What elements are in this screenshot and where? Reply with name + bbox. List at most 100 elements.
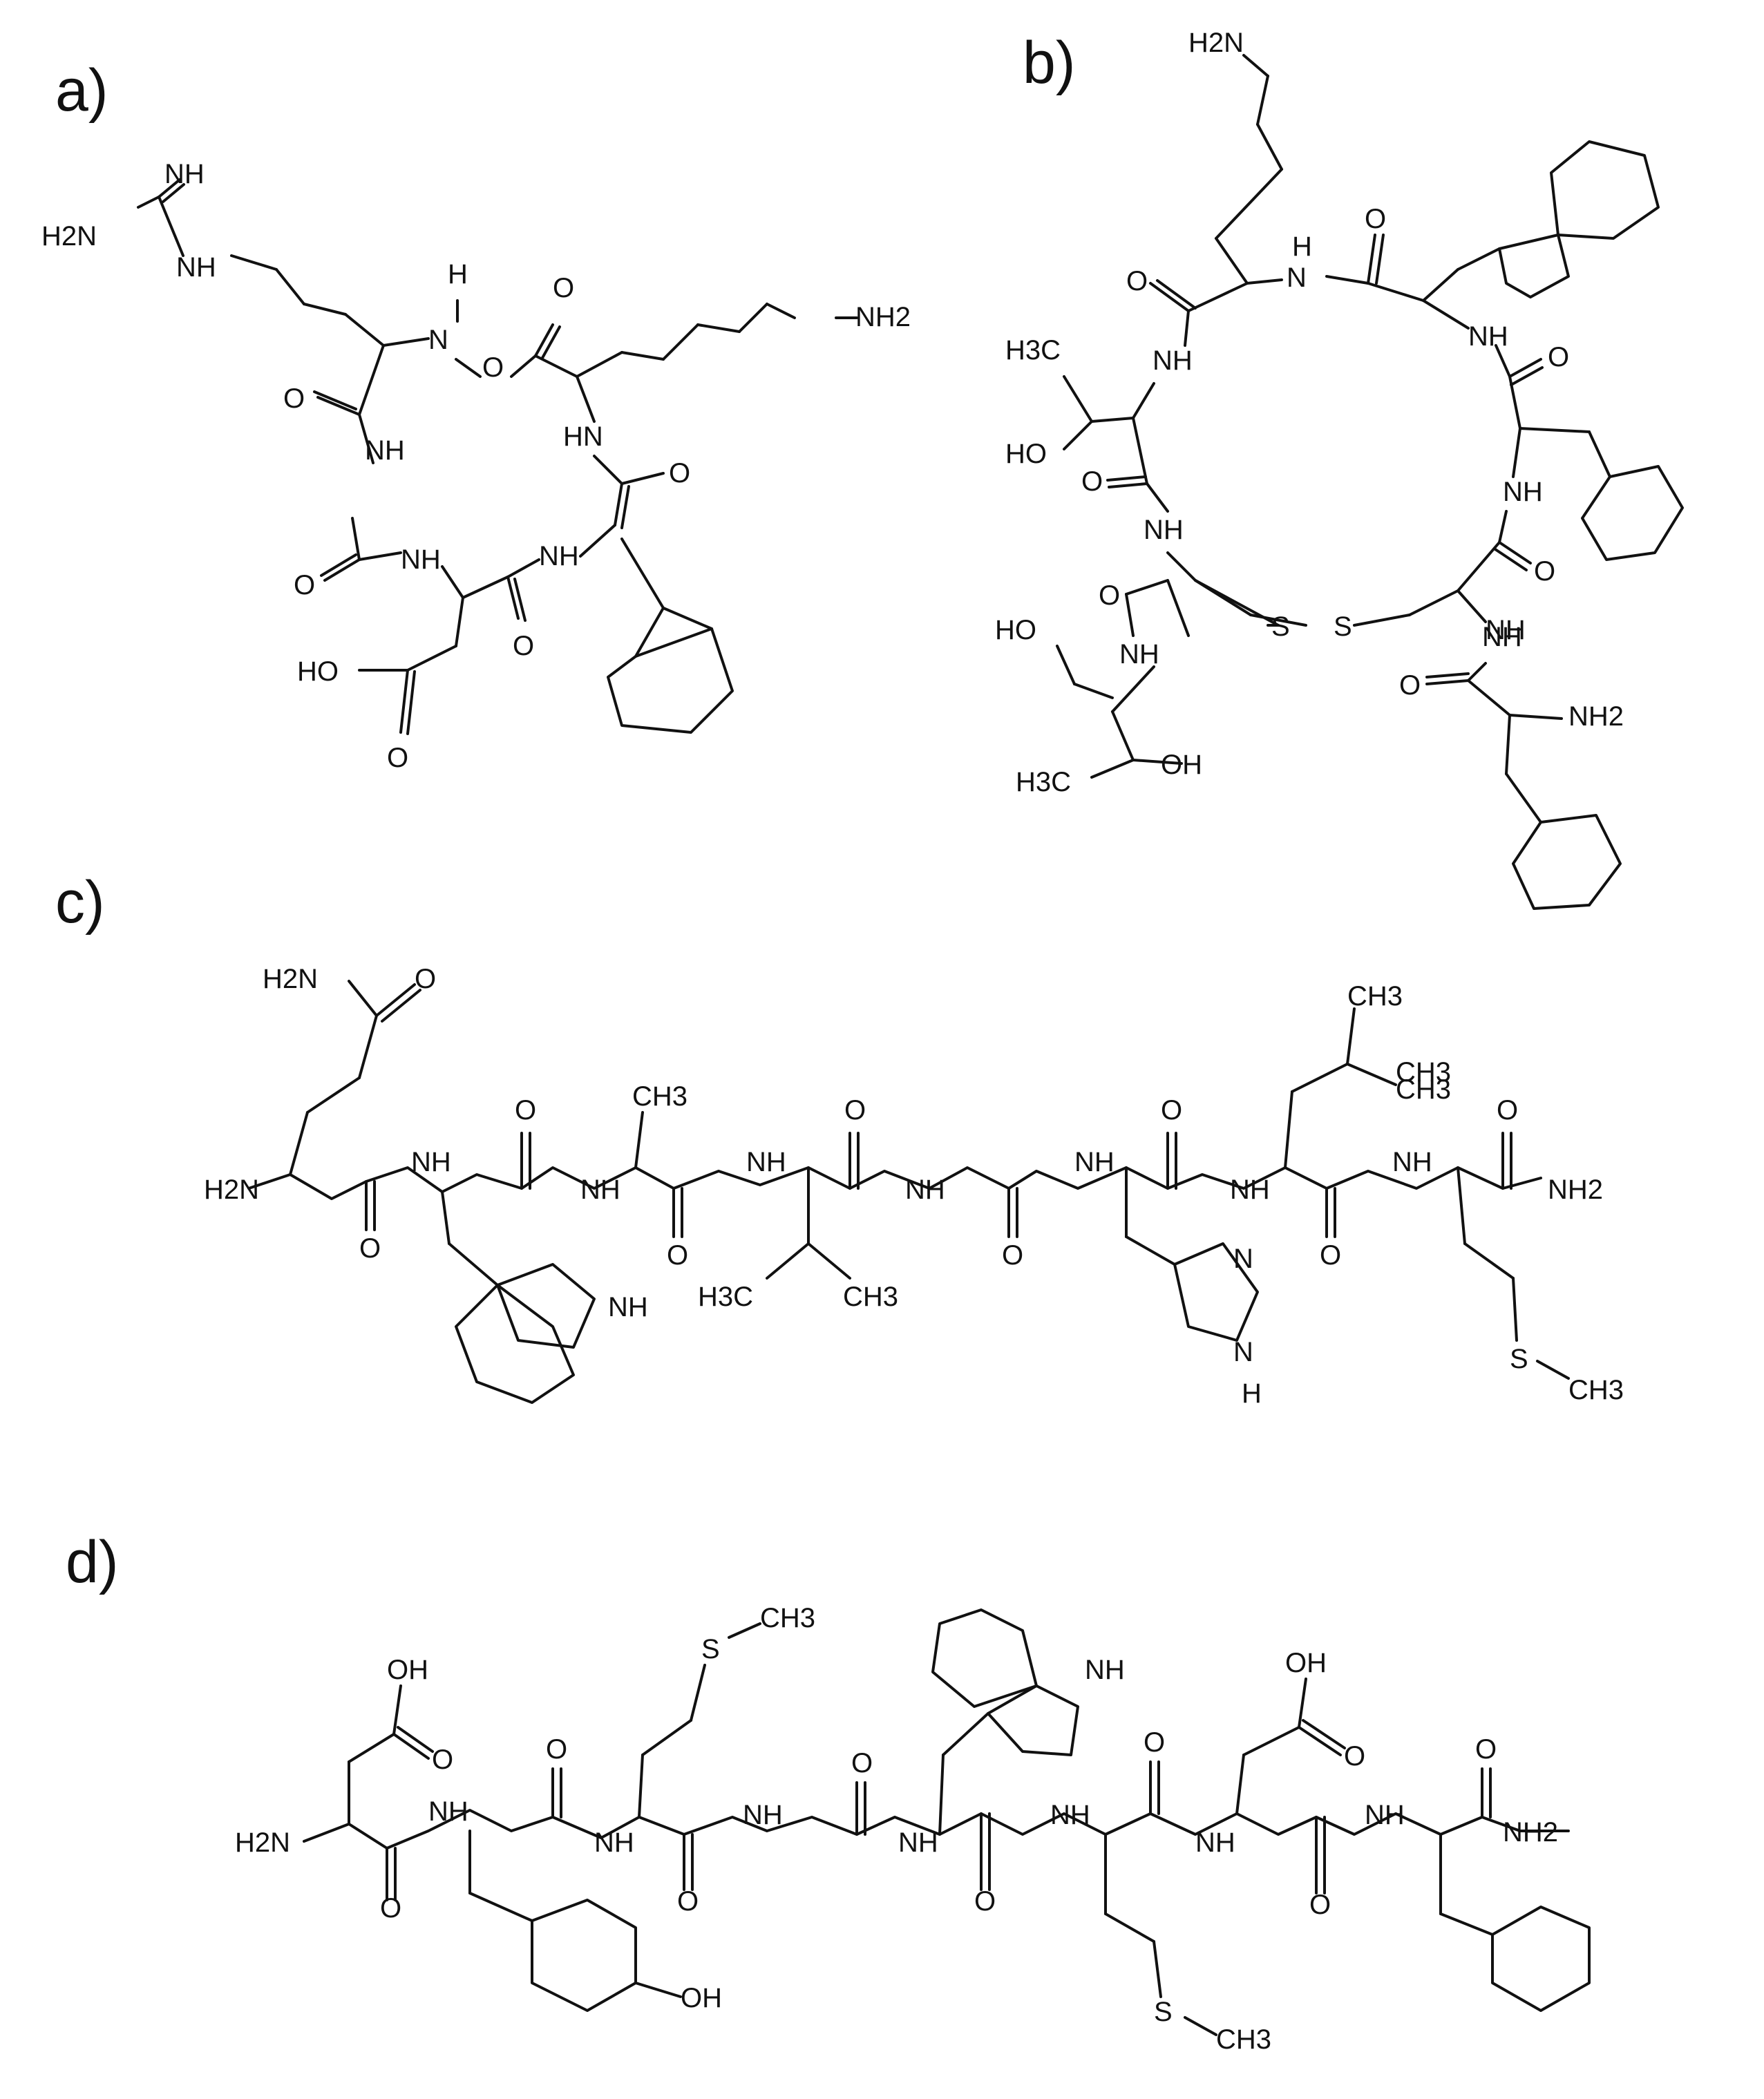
atom-label: O xyxy=(1081,466,1103,497)
atom-label: O xyxy=(669,458,690,488)
atom-label: O xyxy=(1399,670,1421,701)
atom-label: NH xyxy=(1503,477,1543,507)
atom-label: CH3 xyxy=(843,1282,898,1312)
atom-label: OH xyxy=(681,1983,722,2013)
atom-label: NH xyxy=(539,541,579,571)
atom-label: O xyxy=(1002,1240,1023,1271)
atom-label: NH xyxy=(580,1175,620,1205)
atom-label: HO xyxy=(995,615,1036,645)
atom-label: O xyxy=(546,1734,567,1765)
atom-label: NH xyxy=(1482,622,1522,652)
atom-label: S xyxy=(1271,611,1290,642)
panel-d-label: d) xyxy=(66,1529,118,1595)
atom-label: H2N xyxy=(1188,28,1244,58)
panel-b-label: b) xyxy=(1023,30,1075,96)
atom-label: H3C xyxy=(1016,767,1071,797)
panel-a: a) xyxy=(41,57,911,773)
atom-label: H2N xyxy=(263,964,318,994)
atom-label: NH xyxy=(1050,1800,1090,1830)
atom-label: O xyxy=(1126,266,1148,296)
atom-label: O xyxy=(294,570,315,600)
atom-label: N xyxy=(1287,263,1307,293)
panel-a-atom-labels: NH H2N NH H N O O NH2 O NH HN O O NH NH … xyxy=(41,159,911,773)
atom-label: N xyxy=(1233,1244,1253,1274)
atom-label: CH3 xyxy=(1396,1074,1451,1105)
panel-b: b) xyxy=(995,28,1684,910)
atom-label: H xyxy=(448,259,468,289)
atom-label: CH3 xyxy=(760,1603,815,1633)
panel-c-atom-labels: H2N O CH3 CH3 O CH3 O O CH3 O H2N NH NH … xyxy=(204,964,1624,1409)
atom-label: N xyxy=(428,325,448,355)
atom-label: NH xyxy=(608,1292,648,1322)
atom-label: O xyxy=(974,1886,996,1917)
atom-label: O xyxy=(380,1893,401,1924)
atom-label: O xyxy=(844,1095,866,1126)
atom-label: O xyxy=(553,273,574,303)
atom-label: NH xyxy=(428,1796,468,1827)
atom-label: H3C xyxy=(1005,335,1061,365)
atom-label: CH3 xyxy=(1396,1057,1451,1088)
atom-label: NH xyxy=(1119,639,1159,669)
atom-label: O xyxy=(432,1745,453,1775)
atom-label: O xyxy=(513,631,534,661)
atom-label: O xyxy=(677,1886,699,1917)
atom-label: N xyxy=(1233,1337,1253,1367)
atom-label: H3C xyxy=(698,1282,753,1312)
atom-label: O xyxy=(387,743,408,773)
atom-label: NH2 xyxy=(855,302,911,332)
atom-label: O xyxy=(1320,1240,1341,1271)
panel-a-bonds xyxy=(137,178,858,735)
atom-label: O xyxy=(283,383,305,414)
atom-label: OH xyxy=(387,1655,428,1685)
atom-label: O xyxy=(1344,1741,1365,1772)
atom-label: NH xyxy=(1468,321,1508,352)
atom-label: NH2 xyxy=(1548,1175,1603,1205)
atom-label: NH xyxy=(1486,615,1526,645)
atom-label: O xyxy=(1099,580,1120,611)
panel-d-bonds xyxy=(303,1608,1591,2036)
panel-a-label: a) xyxy=(55,57,108,124)
atom-label: O xyxy=(1144,1727,1165,1758)
atom-label: OH xyxy=(1285,1648,1327,1678)
atom-label: H xyxy=(1242,1378,1262,1409)
panel-c-label: c) xyxy=(55,869,105,935)
atom-label: O xyxy=(359,1233,381,1264)
atom-label: O xyxy=(1497,1095,1518,1126)
atom-label: HO xyxy=(297,656,339,687)
atom-label: O xyxy=(1475,1734,1497,1765)
atom-label: NH xyxy=(743,1800,783,1830)
atom-label: CH3 xyxy=(1347,981,1403,1011)
atom-label: O xyxy=(1534,556,1555,587)
atom-label: NH xyxy=(1392,1147,1432,1177)
atom-label: NH xyxy=(1230,1175,1270,1205)
atom-label: O xyxy=(1548,342,1569,372)
atom-label: NH xyxy=(176,252,216,283)
atom-label: NH xyxy=(905,1175,945,1205)
atom-label: H xyxy=(1292,231,1312,262)
panel-b-atom-labels: H2N H N O O NH H3C NH O HO NH O NH O NH … xyxy=(995,28,1624,797)
atom-label: NH xyxy=(594,1827,634,1858)
atom-label: O xyxy=(1309,1890,1331,1920)
atom-label: NH xyxy=(746,1147,786,1177)
panel-d-atom-labels: S CH3 NH OH OH O O O O O H2N NH NH NH NH… xyxy=(235,1603,1558,2055)
atom-label: H2N xyxy=(41,221,97,251)
atom-label: NH xyxy=(401,544,441,575)
panel-b-bonds xyxy=(1056,54,1684,910)
atom-label: CH3 xyxy=(632,1081,687,1112)
atom-label: NH2 xyxy=(1503,1817,1558,1848)
atom-label: H2N xyxy=(235,1827,290,1858)
atom-label: O xyxy=(1365,204,1386,234)
panel-c: c) xyxy=(55,869,1624,1409)
atom-label: O xyxy=(515,1095,536,1126)
atom-label: NH xyxy=(1153,345,1193,376)
atom-label: S xyxy=(1334,611,1352,642)
atom-label: NH xyxy=(411,1147,451,1177)
atom-label: NH xyxy=(898,1827,938,1858)
atom-label: NH xyxy=(1144,515,1184,545)
atom-label: O xyxy=(851,1748,873,1778)
atom-label: HN xyxy=(563,421,603,452)
atom-label: O xyxy=(1161,1095,1182,1126)
panel-d: d) xyxy=(66,1529,1591,2055)
atom-label: O xyxy=(667,1240,688,1271)
